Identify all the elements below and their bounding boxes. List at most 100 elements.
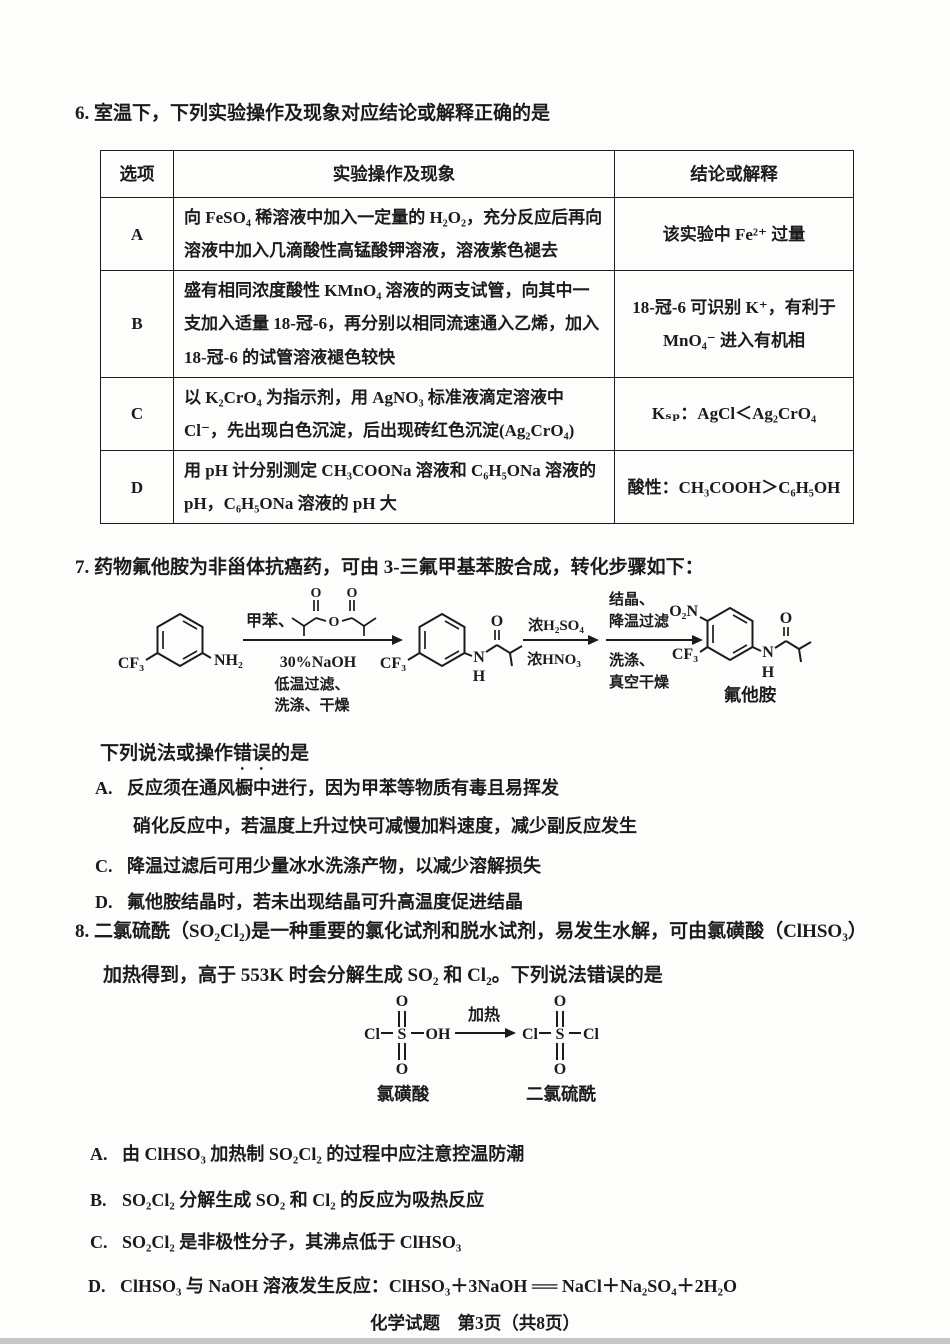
hno3-label: 浓HNO₃ [527,651,581,668]
toluene-label: 甲苯、 [246,611,294,630]
q8-option-d-text: ClHSO₃ 与 NaOH 溶液发生反应：ClHSO₃＋3NaOH ══ NaC… [120,1276,738,1296]
q6-row-b-conclusion: 18-冠-6 可识别 K⁺，有利于 MnO₄⁻ 进入有机相 [614,270,854,378]
h2so4-label: 浓H₂SO₄ [528,617,584,634]
q8-option-c-text: SO₂Cl₂ 是非极性分子，其沸点低于 ClHSO₃ [122,1232,462,1252]
heat-label: 加热 [467,1005,500,1024]
filter-label: 低温过滤、 [273,675,349,693]
step3-arrow: 结晶、 降温过滤 洗涤、 真空干燥 [606,590,703,691]
right-o-bottom-label: O [554,1061,566,1078]
q7-option-b: 硝化反应中，若温度上升过快可减慢加料速度，减少副反应发生 [133,812,637,838]
q6-header-conclusion: 结论或解释 [614,150,854,198]
left-cl-label: Cl [364,1026,381,1043]
q7-option-a-text: 反应须在通风橱中进行，因为甲苯等物质有毒且易挥发 [127,778,559,798]
vacuum-dry-label: 真空干燥 [609,673,670,691]
q6-row-b-operation: 盛有相同浓度酸性 KMnO₄ 溶液的两支试管，向其中一支加入适量 18-冠-6，… [173,270,615,378]
table-row-a: A 向 FeSO₄ 稀溶液中加入一定量的 H₂O₂，充分反应后再向溶液中加入几滴… [100,196,854,272]
step2-arrow: 浓H₂SO₄ 浓HNO₃ [523,617,599,668]
q8-heat-arrow: 加热 [455,1005,516,1038]
q8-option-d-label: D. [88,1276,106,1296]
q8-option-a-text: 由 ClHSO₃ 加热制 SO₂Cl₂ 的过程中应注意控温防潮 [122,1144,525,1164]
q6-number: 6. [75,103,90,124]
q8-option-b-label: B. [90,1190,107,1210]
q6-row-d-operation: 用 pH 计分别测定 CH₃COONa 溶液和 C₆H₅ONa 溶液的 pH，C… [173,449,615,525]
q8-reaction-scheme: Cl S OH O O 氯磺酸 加热 Cl S Cl O O 二氯硫酰 [364,993,600,1104]
q7-option-c-text: 降温过滤后可用少量冰水洗涤产物，以减少溶解损失 [127,856,541,876]
q6-header-row: 选项 实验操作及现象 结论或解释 [100,150,854,198]
reactant-cf3-label: CF₃ [118,655,144,672]
mid-cf3-label: CF₃ [380,655,406,672]
anhydride-o-center-label: O [329,615,340,630]
prod-n-label: N [762,644,774,661]
q7-option-b-text: 硝化反应中，若温度上升过快可减慢加料速度，减少副反应发生 [133,816,637,836]
q8-option-a: A. 由 ClHSO₃ 加热制 SO₂Cl₂ 的过程中应注意控温防潮 [90,1140,524,1166]
left-s-label: S [398,1026,407,1043]
q6-row-c-conclusion: Kₛₚ：AgCl＜Ag₂CrO₄ [614,376,854,451]
q6-stem-text: 室温下，下列实验操作及现象对应结论或解释正确的是 [94,103,551,124]
left-name-label: 氯磺酸 [377,1084,430,1104]
right-s-label: S [556,1026,565,1043]
wash-label: 洗涤、 [609,651,654,669]
q7-reaction-scheme: CF₃ NH₂ 甲苯、 30%NaOH 低温过滤、 洗涤、干燥 O O O [118,586,812,714]
q8-option-c-label: C. [90,1232,108,1252]
table-row-b: B 盛有相同浓度酸性 KMnO₄ 溶液的两支试管，向其中一支加入适量 18-冠-… [100,270,854,378]
q7-option-d-text: 氟他胺结晶时，若未出现结晶可升高温度促进结晶 [127,892,523,912]
q7-option-d: D. 氟他胺结晶时，若未出现结晶可升高温度促进结晶 [95,888,523,914]
q7-sub-post: 的是 [271,743,310,764]
left-o-top-label: O [396,993,408,1010]
q8-stem-text2: 加热得到，高于 553K 时会分解生成 SO₂ 和 Cl₂。下列说法错误的是 [103,965,663,986]
q6-row-c-option: C [100,376,174,451]
q6-row-c-operation: 以 K₂CrO₄ 为指示剂，用 AgNO₃ 标准液滴定溶液中 Cl⁻，先出现白色… [173,376,615,451]
table-row-c: C 以 K₂CrO₄ 为指示剂，用 AgNO₃ 标准液滴定溶液中 Cl⁻，先出现… [100,376,854,451]
q6-header-operation: 实验操作及现象 [173,150,615,198]
prod-cf3-label: CF₃ [672,646,698,663]
product-name-label: 氟他胺 [724,685,777,705]
chlorosulfonic-acid-structure: Cl S OH O O 氯磺酸 [364,993,451,1104]
q7-option-a-label: A. [95,778,113,798]
q7-number: 7. [75,557,90,578]
q6-row-a-operation: 向 FeSO₄ 稀溶液中加入一定量的 H₂O₂，充分反应后再向溶液中加入几滴酸性… [173,196,615,272]
q7-sub-emph: 错误 [233,743,272,764]
q8-stem-line1: 8. 二氯硫酰（SO₂Cl₂)是一种重要的氯化试剂和脱水试剂，易发生水解，可由氯… [75,916,867,943]
table-row-d: D 用 pH 计分别测定 CH₃COONa 溶液和 C₆H₅ONa 溶液的 pH… [100,449,854,525]
right-cl1-label: Cl [522,1026,539,1043]
q7-option-c: C. 降温过滤后可用少量冰水洗涤产物，以减少溶解损失 [95,852,541,878]
anhydride-o-left-label: O [311,586,322,601]
crystallize-label: 结晶、 [609,590,654,608]
right-name-label: 二氯硫酰 [526,1084,596,1104]
q6-row-d-option: D [100,449,174,525]
q6-row-d-conclusion: 酸性：CH₃COOH＞C₆H₅OH [614,449,854,525]
q7-stem: 7. 药物氟他胺为非甾体抗癌药，可由 3-三氟甲基苯胺合成，转化步骤如下： [75,552,704,579]
left-o-bottom-label: O [396,1061,408,1078]
q8-number: 8. [75,921,90,942]
prod-o-label: O [780,610,792,627]
mid-h-label: H [473,668,486,685]
q8-stem-text1: 二氯硫酰（SO₂Cl₂)是一种重要的氯化试剂和脱水试剂，易发生水解，可由氯磺酸（… [94,921,867,942]
q6-row-a-conclusion: 该实验中 Fe²⁺ 过量 [614,196,854,272]
prod-o2n-label: O₂N [669,603,698,620]
anhydride-o-right-label: O [347,586,358,601]
cool-filter-label: 降温过滤 [609,612,669,630]
prod-h-label: H [762,664,775,681]
page-footer: 化学试题 第3页（共8页） [370,1313,580,1333]
q6-row-a-option: A [100,196,174,272]
q8-option-b-text: SO₂Cl₂ 分解生成 SO₂ 和 Cl₂ 的反应为吸热反应 [122,1190,485,1210]
q7-option-c-label: C. [95,856,113,876]
q8-option-a-label: A. [90,1144,108,1164]
mid-n-label: N [473,649,485,666]
q6-table: 选项 实验操作及现象 结论或解释 A 向 FeSO₄ 稀溶液中加入一定量的 H₂… [100,150,854,525]
mid-o-label: O [491,613,503,630]
step1-arrow: 甲苯、 30%NaOH 低温过滤、 洗涤、干燥 [243,611,403,714]
naoh-label: 30%NaOH [280,654,357,671]
anhydride-structure: O O O [291,586,377,636]
q6-stem: 6. 室温下，下列实验操作及现象对应结论或解释正确的是 [75,98,550,125]
reactant-nh2-label: NH₂ [214,652,243,669]
sulfuryl-chloride-structure: Cl S Cl O O 二氯硫酰 [522,993,600,1104]
intermediate-structure: CF₃ N H O [380,612,523,685]
q7-option-a: A. 反应须在通风橱中进行，因为甲苯等物质有毒且易挥发 [95,774,559,800]
wash-dry-label: 洗涤、干燥 [274,696,350,714]
q7-option-d-label: D. [95,892,113,912]
q8-option-c: C. SO₂Cl₂ 是非极性分子，其沸点低于 ClHSO₃ [90,1228,461,1254]
q7-stem-text: 药物氟他胺为非甾体抗癌药，可由 3-三氟甲基苯胺合成，转化步骤如下： [94,557,704,578]
reactant-benzene-ring: CF₃ NH₂ [118,612,243,672]
